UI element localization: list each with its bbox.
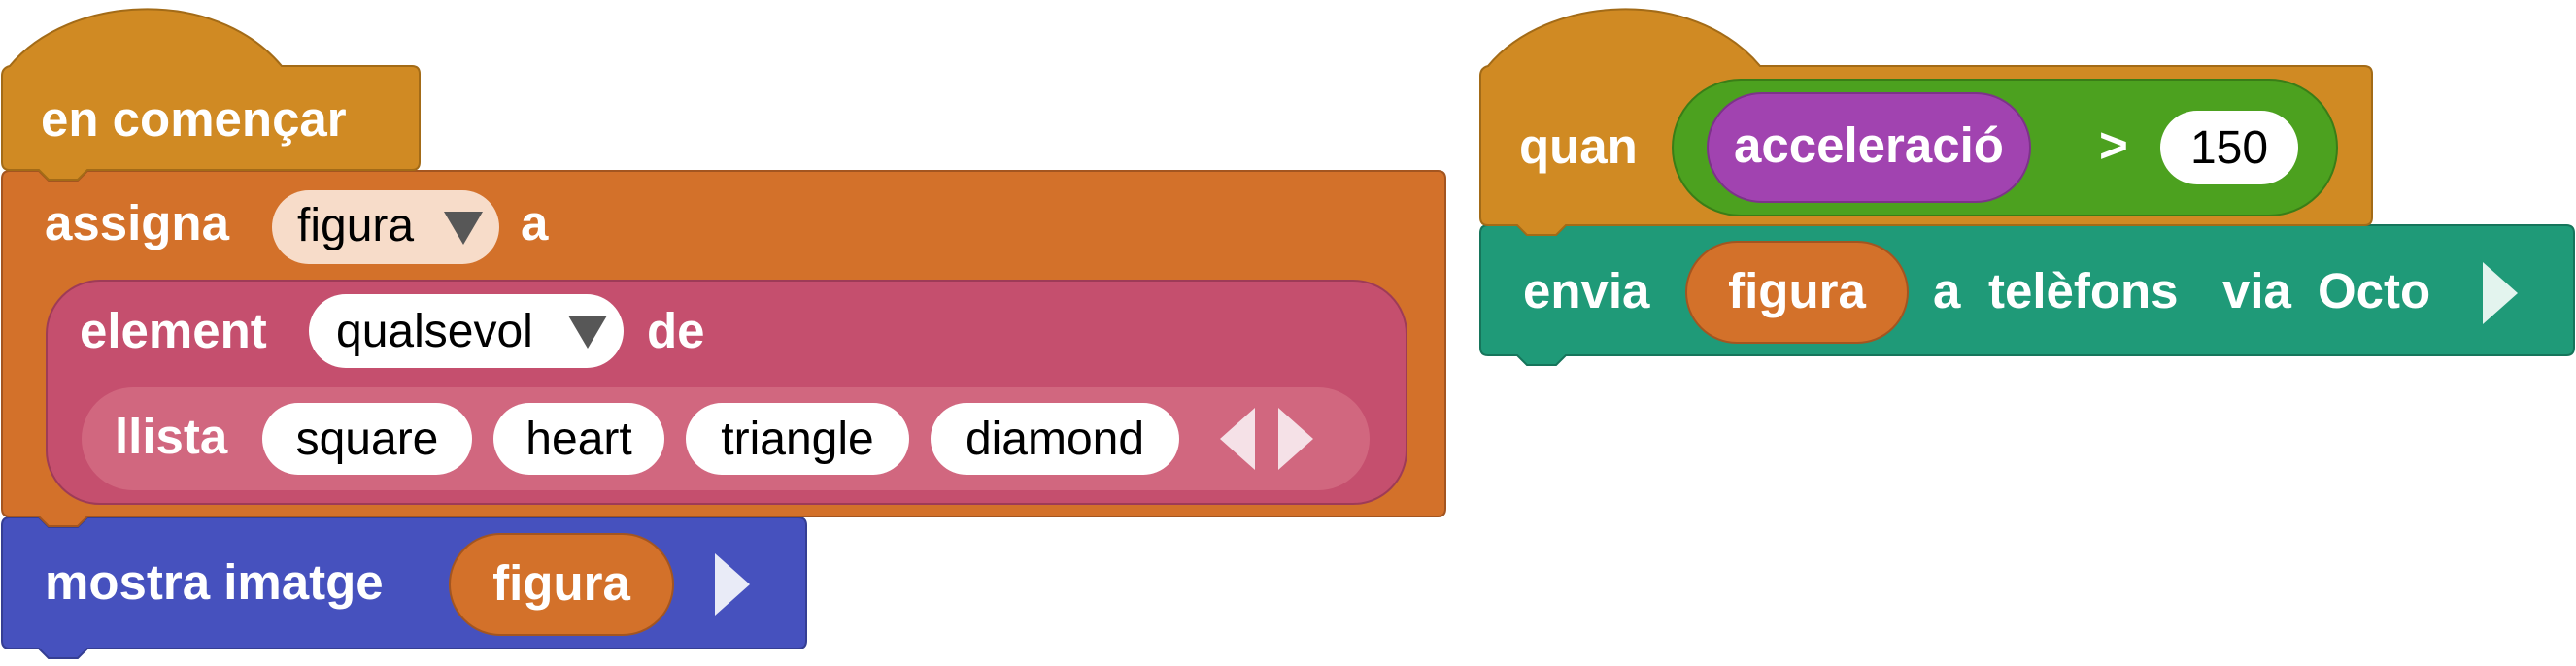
acceleration-sensor-block[interactable]: acceleració	[1707, 92, 2031, 203]
show-image-label: mostra imatge	[45, 554, 384, 610]
expand-arrow-icon[interactable]	[715, 553, 750, 616]
on-start-hat-block[interactable]: en començar	[1, 8, 421, 181]
set-to-label: a	[521, 195, 549, 250]
on-start-label: en començar	[41, 91, 347, 147]
send-label: envia	[1523, 263, 1650, 318]
list-add-arrow-icon[interactable]	[1278, 408, 1313, 470]
list-item[interactable]: diamond	[931, 403, 1179, 475]
expand-arrow-icon[interactable]	[2483, 262, 2518, 324]
of-label: de	[647, 303, 705, 358]
list-block[interactable]: llista square heart triangle diamond	[82, 387, 1370, 490]
acceleration-label: acceleració	[1734, 117, 2004, 173]
variable-dropdown-text: figura	[297, 200, 414, 251]
set-variable-block[interactable]: assigna figura a element qualsevol de ll…	[1, 170, 1446, 527]
list-item[interactable]: square	[262, 403, 472, 475]
figura-variable-pill[interactable]: figura	[449, 533, 674, 636]
send-to-label: a	[1933, 263, 1961, 318]
send-phones-label: telèfons	[1988, 263, 2179, 318]
list-remove-arrow-icon[interactable]	[1220, 408, 1255, 470]
figura-variable-text: figura	[1728, 263, 1866, 318]
when-label: quan	[1519, 118, 1638, 174]
list-item-text: diamond	[966, 414, 1144, 465]
dropdown-arrow-icon	[568, 316, 607, 349]
list-item[interactable]: triangle	[686, 403, 909, 475]
comparison-operator: >	[2099, 117, 2128, 173]
send-octo-label: Octo	[2318, 263, 2430, 318]
list-item-text: triangle	[721, 414, 873, 465]
when-condition-hat-block[interactable]: quan acceleració > 150	[1479, 8, 2373, 236]
dropdown-arrow-icon	[444, 212, 483, 245]
send-via-label: via	[2222, 263, 2292, 318]
send-to-phones-block[interactable]: envia figura a telèfons via Octo	[1479, 224, 2575, 366]
element-selector-text: qualsevol	[336, 306, 533, 357]
list-item-text: heart	[525, 414, 631, 465]
show-image-block[interactable]: mostra imatge figura	[1, 516, 807, 659]
list-label: llista	[115, 409, 228, 464]
variable-dropdown[interactable]: figura	[272, 190, 499, 264]
comparison-block[interactable]: acceleració > 150	[1672, 79, 2338, 216]
set-label: assigna	[45, 195, 230, 250]
random-element-block[interactable]: element qualsevol de llista square heart	[46, 280, 1407, 505]
element-label: element	[80, 303, 267, 358]
threshold-number-text: 150	[2190, 122, 2268, 174]
threshold-number-field[interactable]: 150	[2160, 111, 2298, 184]
list-item[interactable]: heart	[493, 403, 664, 475]
list-item-text: square	[296, 414, 439, 465]
figura-variable-text: figura	[492, 555, 630, 611]
figura-variable-pill[interactable]: figura	[1685, 241, 1909, 344]
element-selector-dropdown[interactable]: qualsevol	[309, 294, 624, 368]
